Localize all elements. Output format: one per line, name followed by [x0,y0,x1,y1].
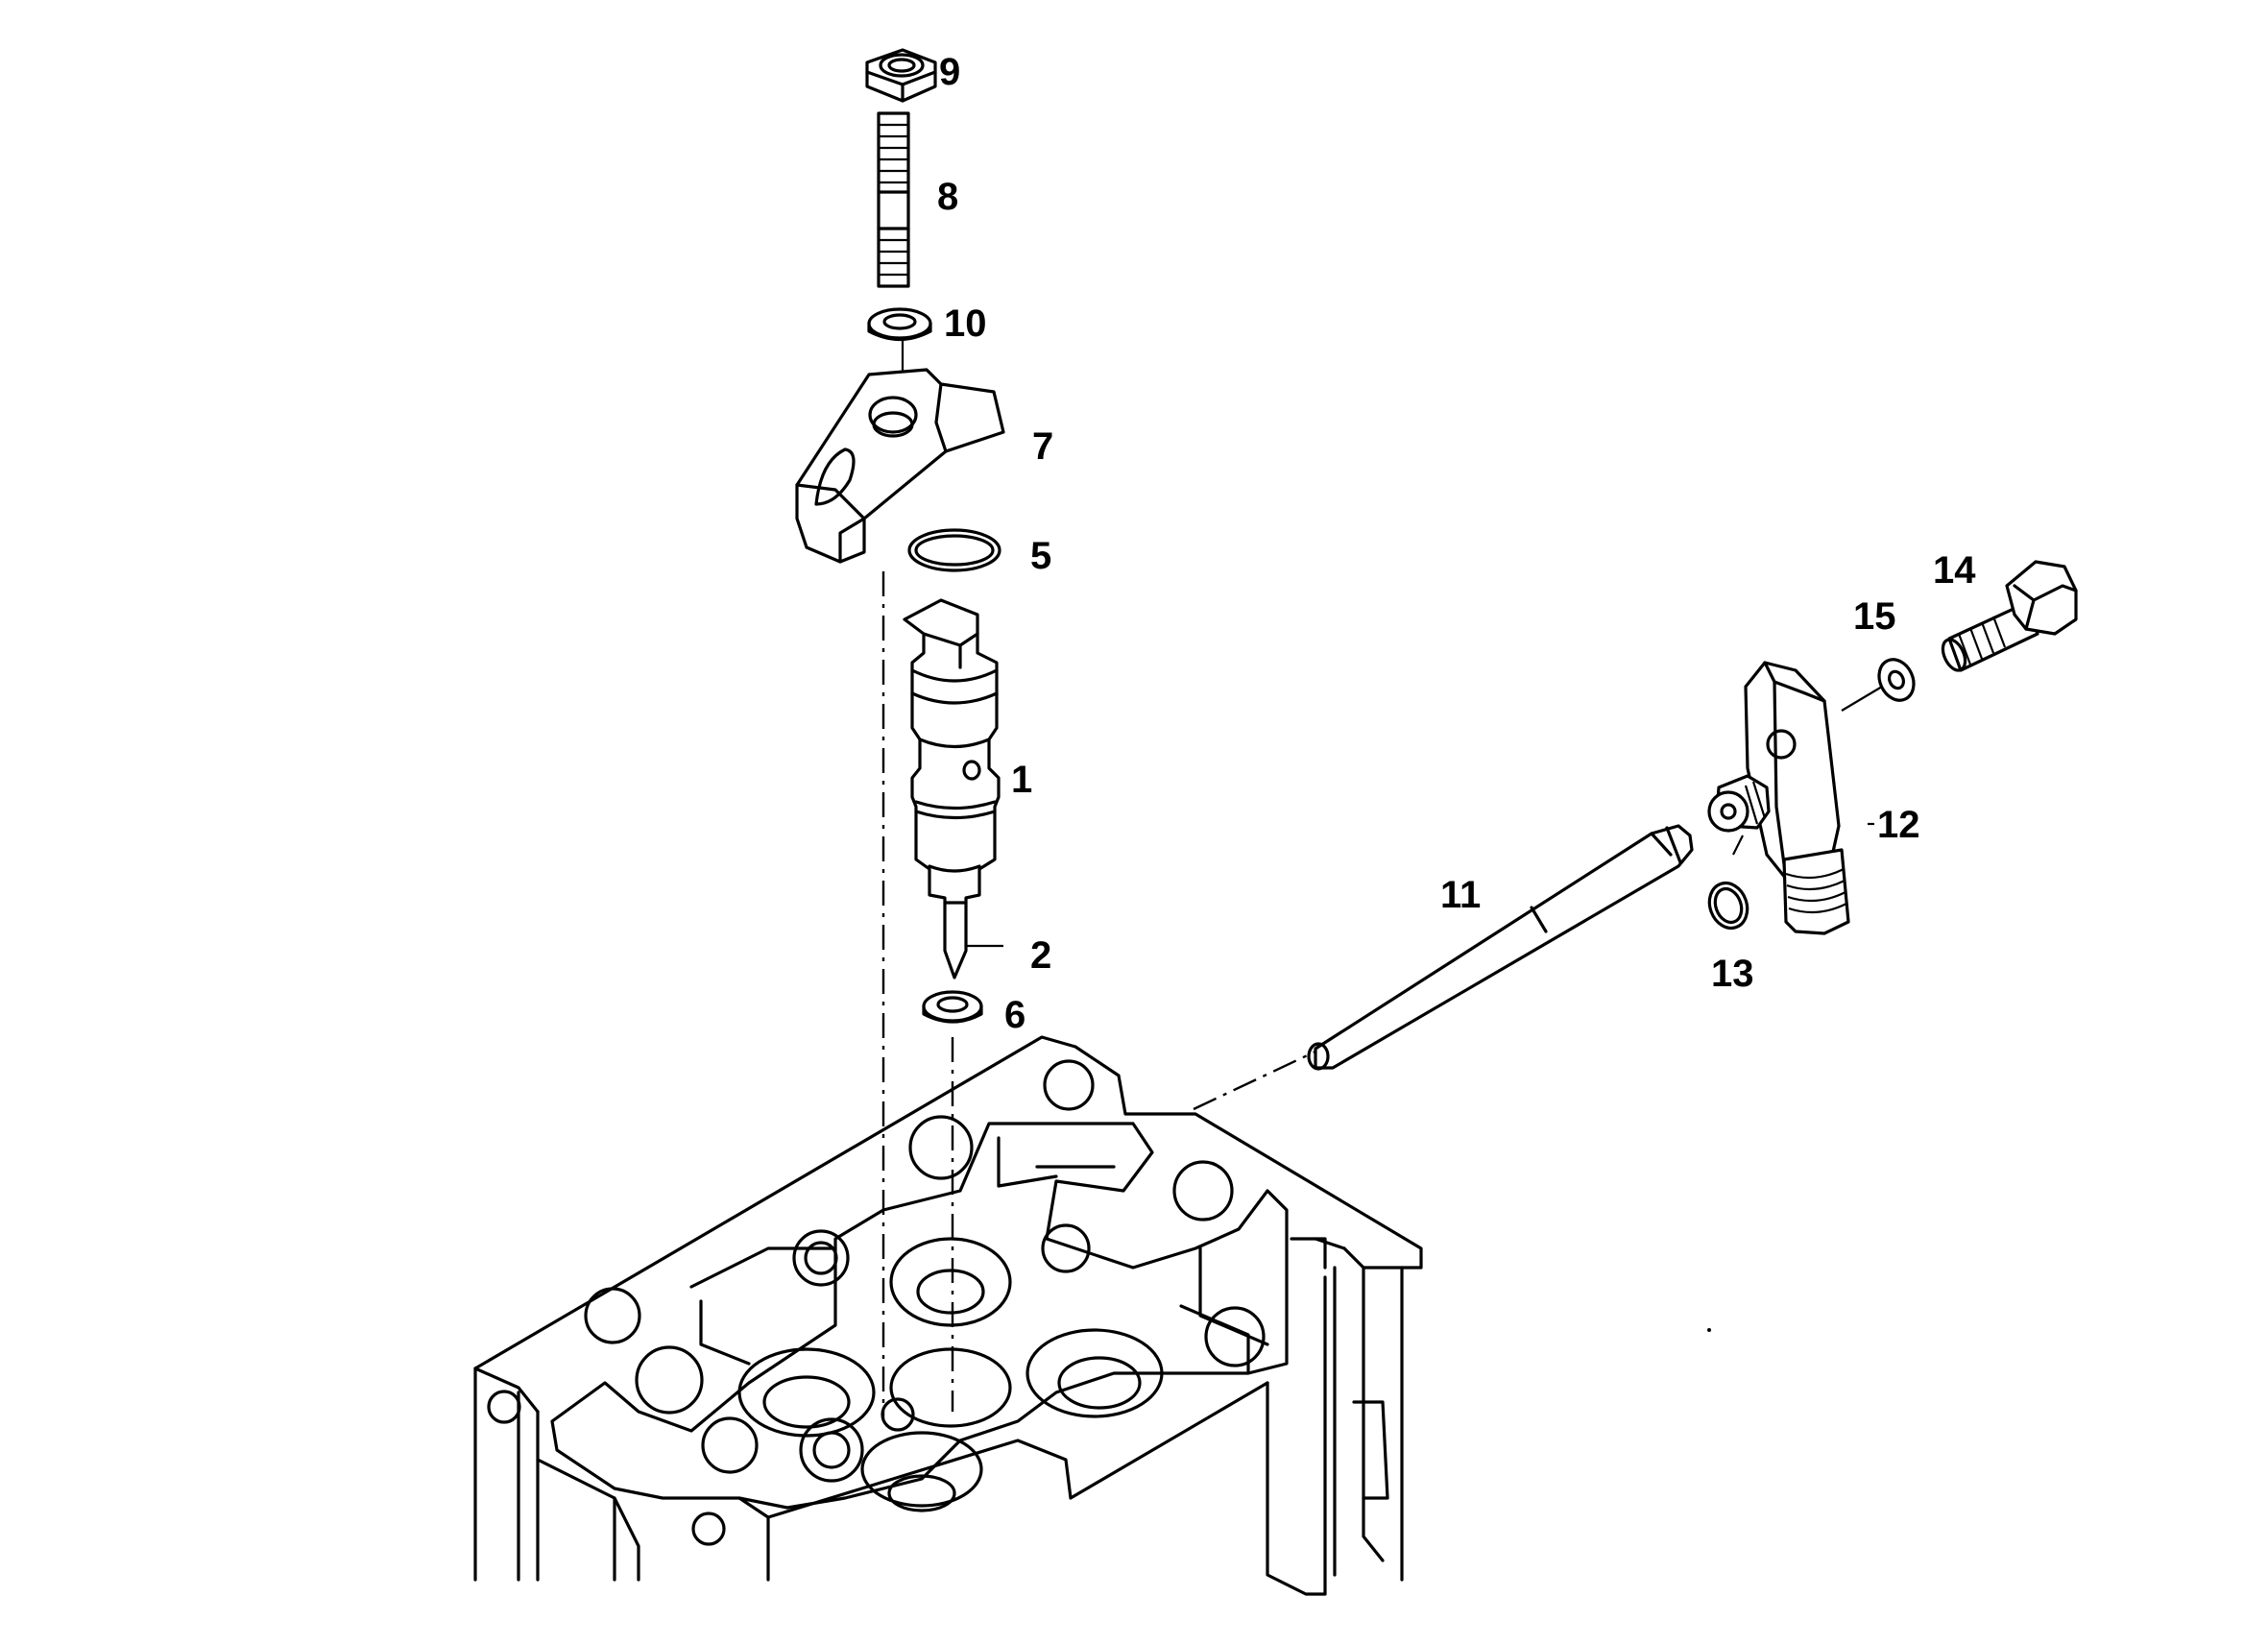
callout-12: 12 [1877,804,1920,846]
callout-9: 9 [939,51,960,93]
leader-15 [1841,686,1883,712]
callout-7: 7 [1032,425,1053,468]
washer-6 [922,990,983,1024]
washer-15-inner [1888,669,1905,690]
washer-10 [867,307,932,341]
callout-1: 1 [1011,759,1032,801]
pressure-pipe [1307,824,1694,1071]
washer-15 [1877,658,1916,702]
hex-bolt [1941,560,2078,672]
leader-13 [1732,835,1744,856]
seal-ring-13 [1707,881,1749,931]
seal-ring-13-inner [1713,886,1744,925]
callout-15: 15 [1853,595,1896,638]
callout-11: 11 [1440,874,1481,916]
callout-2: 2 [1030,934,1051,977]
callout-10: 10 [944,302,987,345]
pipe-centerline [1193,1050,1316,1111]
callout-5: 5 [1030,535,1051,577]
threaded-stud [877,111,910,288]
callout-8: 8 [937,176,958,218]
callout-14: 14 [1933,549,1976,592]
pipe-connector [1707,661,1850,935]
cylinder-head [473,1035,1423,1596]
callout-13: 13 [1711,953,1754,995]
o-ring-5-inner [914,534,995,567]
speck [1707,1328,1711,1332]
hex-nut [865,48,937,103]
callout-6: 6 [1004,994,1025,1036]
injector [903,598,1001,980]
injector-clamp [795,368,1005,564]
